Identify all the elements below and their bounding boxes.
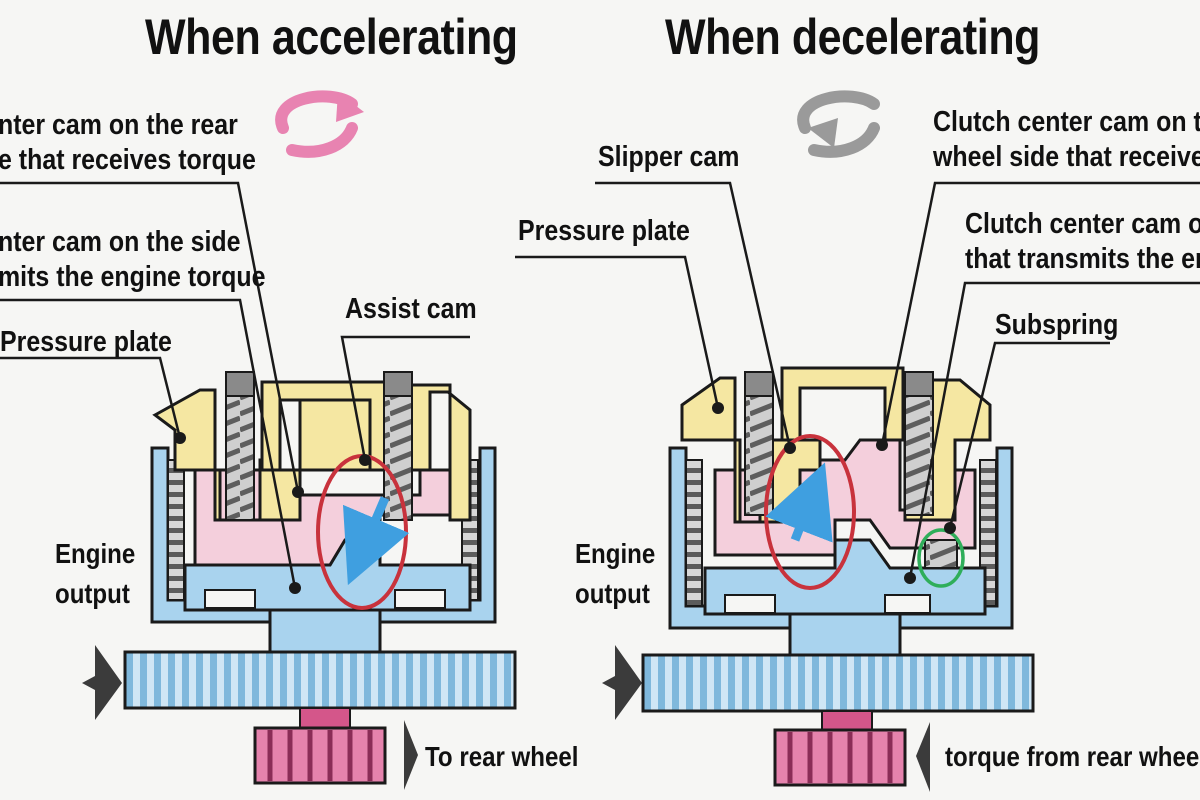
label-cam-transmit-line2: that transmits the eng	[965, 243, 1200, 275]
label-cam-side-line2: mits the engine torque	[0, 261, 266, 293]
label-subspring: Subspring	[995, 309, 1119, 341]
right-panel-title: When decelerating	[665, 9, 1040, 65]
label-engine-output-left-line1: Engine	[55, 538, 136, 569]
label-cam-transmit-line1: Clutch center cam on	[965, 208, 1200, 240]
label-cam-rear-line1: nter cam on the rear	[0, 109, 238, 141]
left-clutch-assembly	[0, 90, 517, 790]
label-torque-from-rear-wheel: torque from rear wheel	[945, 741, 1200, 772]
label-engine-output-left-line2: output	[55, 578, 130, 609]
label-pressure-plate-left: Pressure plate	[0, 326, 172, 358]
label-slipper-cam: Slipper cam	[598, 141, 740, 173]
label-to-rear-wheel: To rear wheel	[425, 741, 579, 772]
label-cam-rear-line2: e that receives torque	[0, 144, 256, 176]
label-assist-cam: Assist cam	[345, 293, 477, 325]
label-cam-wheel-line1: Clutch center cam on the	[933, 106, 1200, 138]
label-cam-side-line1: nter cam on the side	[0, 226, 241, 258]
label-engine-output-right-line2: output	[575, 578, 650, 609]
left-rotation-arrow	[275, 90, 364, 158]
label-cam-wheel-line2: wheel side that receives	[933, 141, 1200, 173]
right-clutch-assembly	[515, 90, 1200, 792]
left-panel-title: When accelerating	[145, 9, 518, 65]
right-rotation-arrow	[797, 90, 880, 158]
label-engine-output-right-line1: Engine	[575, 538, 656, 569]
label-pressure-plate-right: Pressure plate	[518, 215, 690, 247]
